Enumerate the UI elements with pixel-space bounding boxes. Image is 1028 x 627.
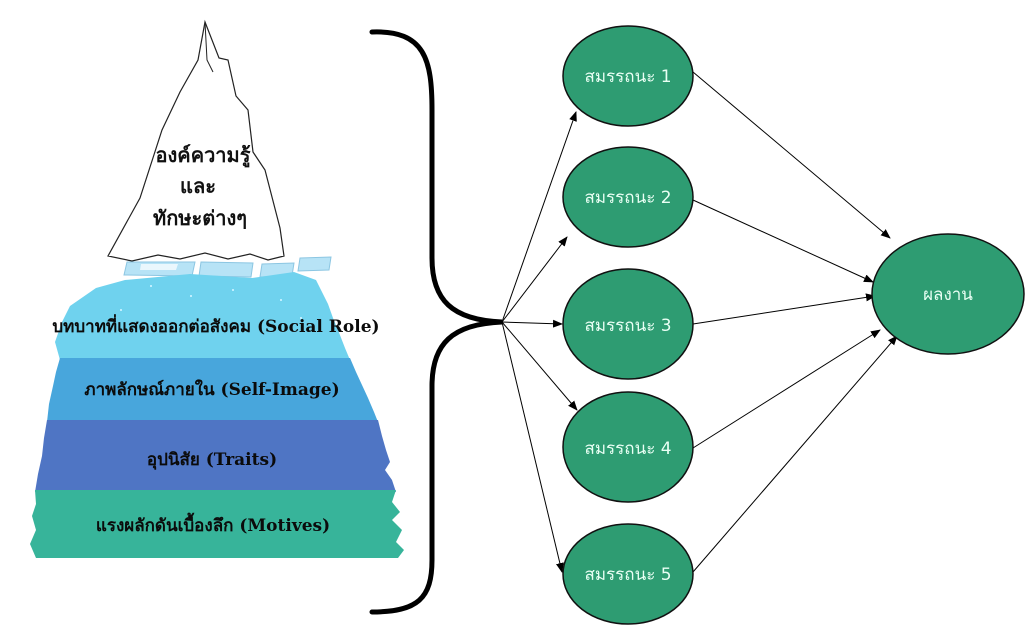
- layer-self-image-label: ภาพลักษณ์ภายใน (Self-Image): [84, 379, 339, 400]
- brace-arrows: [501, 111, 578, 573]
- competency-node-4: สมรรถนะ 4: [562, 391, 694, 503]
- competency-label: สมรรถนะ 2: [584, 188, 671, 208]
- brace-to-competency-2-arrow: [501, 236, 568, 323]
- competency-3-to-outcome-arrow: [692, 293, 876, 325]
- competency-node-3: สมรรถนะ 3: [562, 268, 694, 380]
- competency-ellipse: [562, 523, 694, 625]
- layer-motives-label: แรงผลักดันเบื้องลึก (Motives): [96, 512, 330, 536]
- outcome-label: ผลงาน: [923, 285, 973, 305]
- competency-label: สมรรถนะ 3: [584, 316, 671, 336]
- brace-to-competency-4-arrow: [501, 321, 578, 411]
- competency-5-to-outcome-arrow: [692, 335, 898, 573]
- competency-ellipse: [562, 25, 694, 127]
- competency-ellipse: [562, 268, 694, 380]
- iceberg-tip-label-line2: และ: [180, 174, 216, 198]
- iceberg-tip-label-line3: ทักษะต่างๆ: [153, 206, 247, 230]
- competency-node-5: สมรรถนะ 5: [562, 523, 694, 625]
- competency-2-to-outcome-arrow: [692, 199, 874, 283]
- iceberg: องค์ความรู้ และ ทักษะต่างๆ บทบาทที่แสดงอ…: [30, 19, 404, 558]
- layer-self-image: [47, 358, 378, 422]
- competency-label: สมรรถนะ 5: [584, 565, 671, 585]
- competency-node-2: สมรรถนะ 2: [562, 146, 694, 248]
- outcome-ellipse: [871, 233, 1025, 355]
- iceberg-tip-label-line1: องค์ความรู้: [156, 143, 251, 169]
- layer-traits-label: อุปนิสัย (Traits): [147, 450, 277, 470]
- competency-1-to-outcome-arrow: [692, 71, 891, 239]
- layer-traits: [35, 420, 396, 492]
- layer-social-role: [55, 272, 350, 360]
- competency-ellipse: [562, 391, 694, 503]
- layer-social-role-dots: [120, 285, 302, 319]
- brace-to-competency-1-arrow: [501, 111, 577, 323]
- iceberg-tip-crack: [204, 21, 214, 73]
- outcome-arrows: [692, 71, 898, 573]
- brace-to-competency-5-arrow: [501, 321, 564, 573]
- competency-ellipse: [562, 146, 694, 248]
- competency-node-1: สมรรถนะ 1: [562, 25, 694, 127]
- curly-brace: [369, 29, 503, 615]
- layer-social-role-label: บทบาทที่แสดงออกต่อสังคม (Social Role): [52, 314, 379, 337]
- competency-4-to-outcome-arrow: [692, 329, 881, 449]
- layer-motives: [30, 490, 404, 558]
- outcome-node: ผลงาน: [871, 233, 1025, 355]
- brace-to-competency-3-arrow: [501, 319, 563, 328]
- competency-label: สมรรถนะ 1: [584, 67, 671, 87]
- iceberg-tip: [107, 19, 285, 262]
- competency-label: สมรรถนะ 4: [584, 439, 671, 459]
